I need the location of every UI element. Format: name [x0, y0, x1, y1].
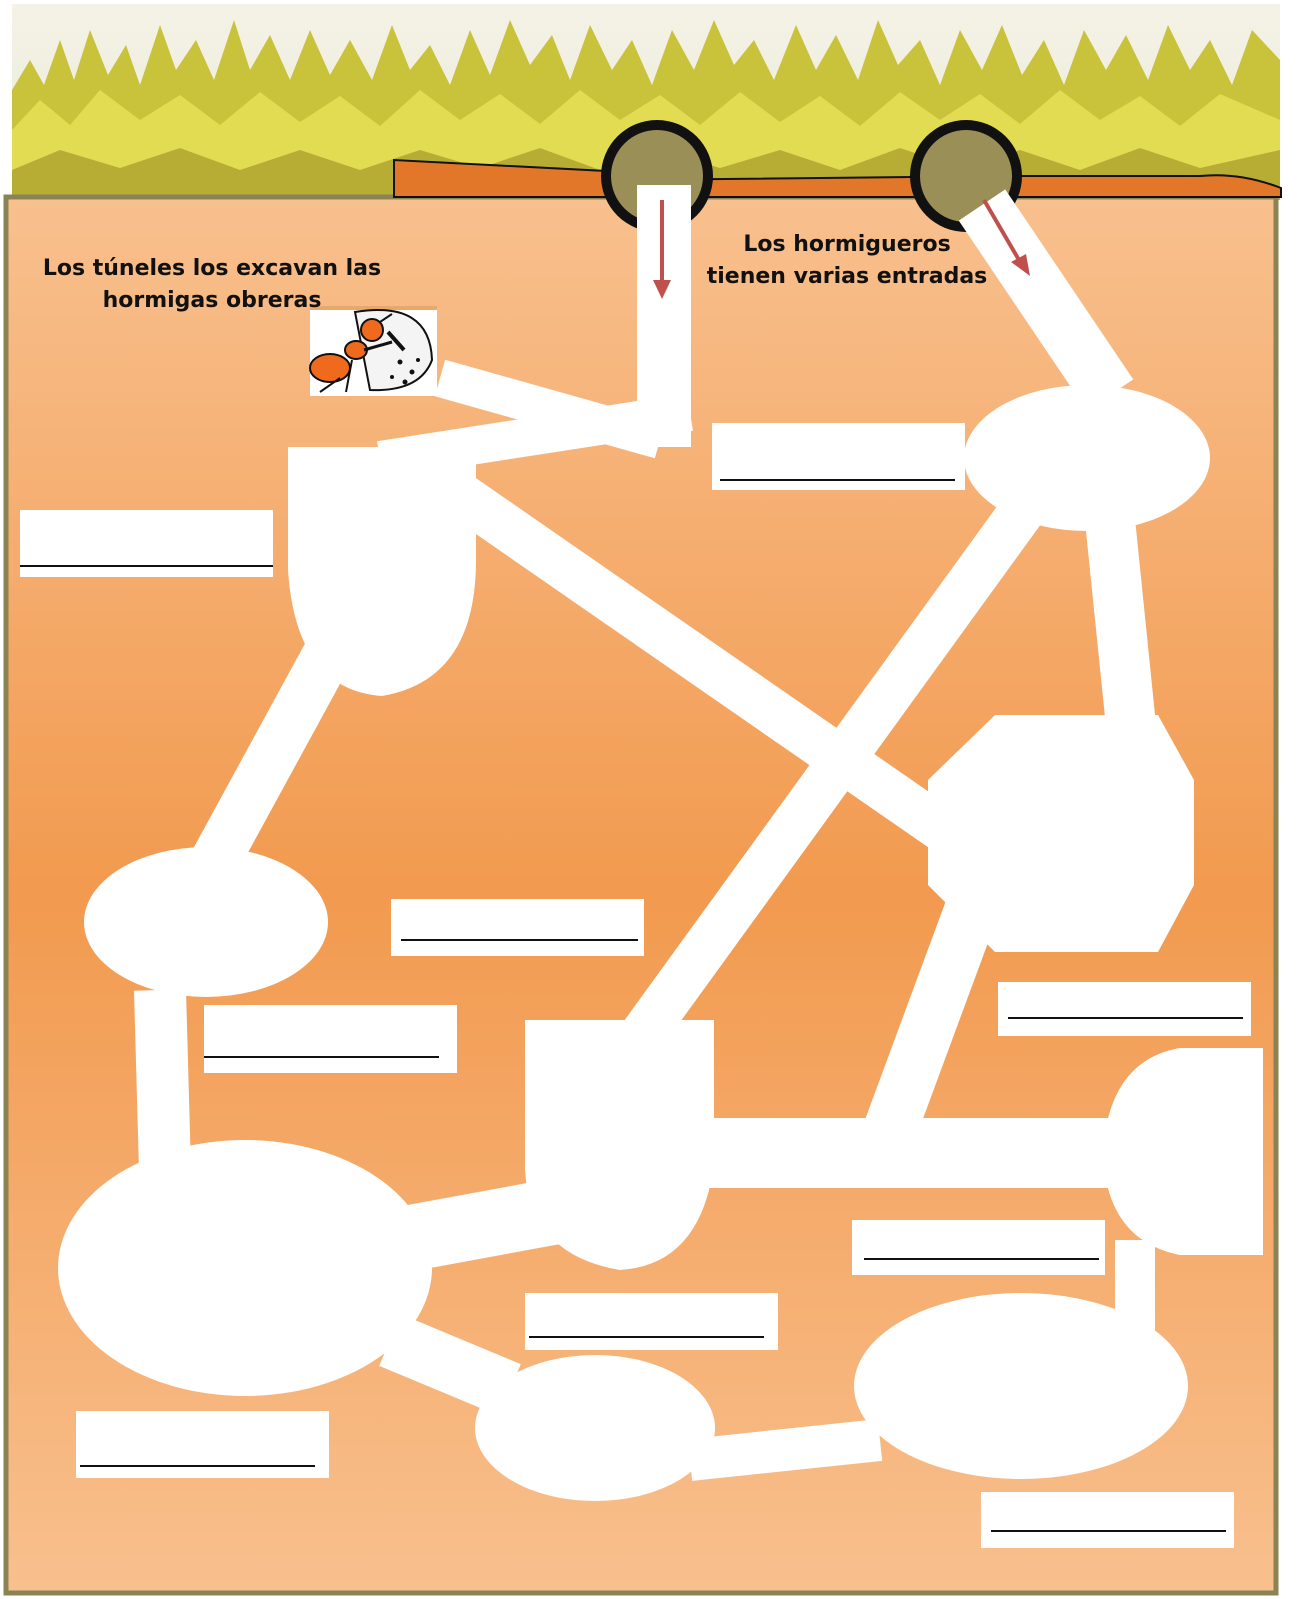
answer-blank-1[interactable] — [712, 423, 965, 490]
caption-worker-ants-line1: Los túneles los excavan las — [12, 253, 412, 285]
chamber-bottom-right — [854, 1293, 1188, 1479]
caption-worker-ants-line2: hormigas obreras — [12, 285, 412, 317]
caption-worker-ants: Los túneles los excavan las hormigas obr… — [12, 253, 412, 317]
chamber-left-middle — [84, 847, 328, 997]
answer-blank-3[interactable] — [391, 899, 644, 956]
chamber-right-octagon — [928, 715, 1194, 952]
chamber-top-right — [964, 385, 1210, 531]
answer-blank-8[interactable] — [76, 1411, 329, 1478]
answer-blank-5[interactable] — [204, 1005, 457, 1073]
chamber-top-left — [288, 447, 476, 696]
caption-entrances: Los hormigueros tienen varias entradas — [692, 229, 1002, 293]
caption-entrances-line1: Los hormigueros — [692, 229, 1002, 261]
ant-digging-icon — [310, 306, 437, 396]
answer-blank-9[interactable] — [981, 1492, 1234, 1548]
chamber-bottom-middle — [475, 1355, 715, 1501]
answer-blank-4[interactable] — [998, 982, 1251, 1036]
answer-blank-7[interactable] — [525, 1293, 778, 1350]
caption-entrances-line2: tienen varias entradas — [692, 261, 1002, 293]
answer-blank-2[interactable] — [20, 510, 273, 577]
chamber-far-right — [1103, 1048, 1263, 1255]
answer-blank-6[interactable] — [852, 1220, 1105, 1275]
chamber-center-bottom — [525, 1020, 714, 1270]
chamber-bottom-left — [58, 1140, 432, 1396]
